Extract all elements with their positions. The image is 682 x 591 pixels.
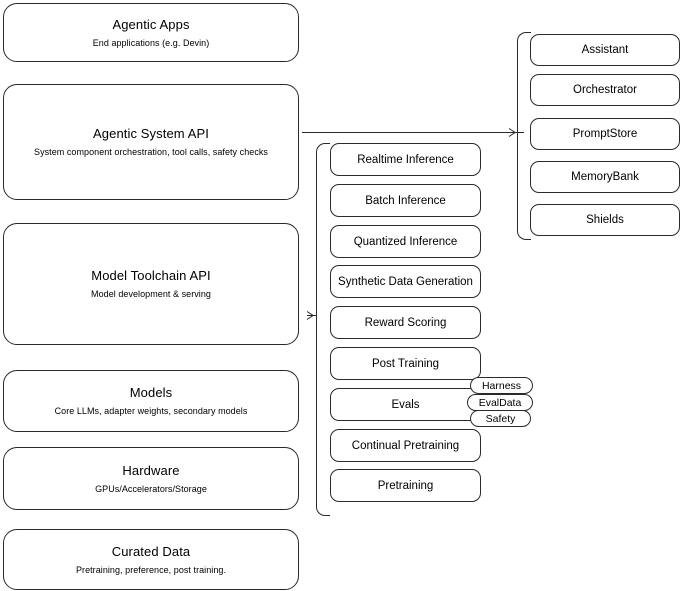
toolchain-item-post-training[interactable]: Post Training xyxy=(330,347,481,380)
eval-tag-label: EvalData xyxy=(478,396,522,409)
toolchain-item-pretraining[interactable]: Pretraining xyxy=(330,469,481,502)
toolchain-item-label: Quantized Inference xyxy=(353,235,458,248)
stack-layer-title: Agentic Apps xyxy=(112,16,190,32)
toolchain-item-label: Evals xyxy=(391,398,420,411)
brace-nub-system-components xyxy=(509,132,518,134)
stack-layer-curated-data[interactable]: Curated Data Pretraining, preference, po… xyxy=(3,529,299,590)
eval-tag-safety[interactable]: Safety xyxy=(470,410,531,427)
eval-tag-evaldata[interactable]: EvalData xyxy=(467,394,533,411)
system-component-label: MemoryBank xyxy=(571,171,639,183)
stack-layer-title: Curated Data xyxy=(111,543,191,559)
stack-layer-title: Model Toolchain API xyxy=(91,268,211,283)
brace-nub-toolchain xyxy=(307,315,316,317)
system-component-label: Shields xyxy=(586,214,624,226)
stack-layer-subtitle: Pretraining, preference, post training. xyxy=(75,564,227,575)
toolchain-item-continual-pretraining[interactable]: Continual Pretraining xyxy=(330,429,481,462)
toolchain-item-label: Realtime Inference xyxy=(357,153,454,166)
stack-layer-subtitle: GPUs/Accelerators/Storage xyxy=(95,483,207,494)
system-component-shields[interactable]: Shields xyxy=(530,204,680,236)
system-component-memorybank[interactable]: MemoryBank xyxy=(530,161,680,193)
toolchain-item-quantized-inference[interactable]: Quantized Inference xyxy=(330,225,481,258)
stack-layer-subtitle: Model development & serving xyxy=(91,289,211,299)
stack-layer-model-toolchain-api[interactable]: Model Toolchain API Model development & … xyxy=(3,223,299,345)
toolchain-item-batch-inference[interactable]: Batch Inference xyxy=(330,184,481,217)
toolchain-item-evals[interactable]: Evals xyxy=(330,388,481,421)
system-component-orchestrator[interactable]: Orchestrator xyxy=(530,74,680,106)
eval-tag-label: Harness xyxy=(481,379,522,392)
stack-layer-models[interactable]: Models Core LLMs, adapter weights, secon… xyxy=(3,370,299,432)
toolchain-item-synthetic-data-generation[interactable]: Synthetic Data Generation xyxy=(330,265,481,298)
toolchain-item-label: Continual Pretraining xyxy=(351,439,460,452)
toolchain-item-label: Pretraining xyxy=(377,479,434,492)
brace-toolchain-items xyxy=(316,143,330,516)
system-component-label: PromptStore xyxy=(572,128,638,140)
stack-layer-subtitle: End applications (e.g. Devin) xyxy=(92,37,210,48)
stack-layer-subtitle: Core LLMs, adapter weights, secondary mo… xyxy=(54,406,248,416)
toolchain-item-label: Batch Inference xyxy=(365,194,446,207)
eval-tag-harness[interactable]: Harness xyxy=(470,377,533,394)
eval-tag-label: Safety xyxy=(485,412,516,425)
stack-layer-title: Hardware xyxy=(122,462,180,478)
system-component-assistant[interactable]: Assistant xyxy=(530,34,680,66)
stack-layer-subtitle: System component orchestration, tool cal… xyxy=(34,147,268,157)
stack-layer-title: Agentic System API xyxy=(93,126,209,141)
brace-system-components xyxy=(517,32,531,240)
toolchain-item-label: Synthetic Data Generation xyxy=(338,275,473,288)
connector-system-api-to-components xyxy=(302,132,524,134)
system-component-label: Orchestrator xyxy=(573,84,637,96)
stack-layer-agentic-apps[interactable]: Agentic Apps End applications (e.g. Devi… xyxy=(3,3,299,62)
stack-layer-title: Models xyxy=(129,385,173,400)
toolchain-item-label: Post Training xyxy=(371,357,440,370)
stack-layer-agentic-system-api[interactable]: Agentic System API System component orch… xyxy=(3,84,299,200)
toolchain-item-reward-scoring[interactable]: Reward Scoring xyxy=(330,306,481,339)
toolchain-item-label: Reward Scoring xyxy=(364,316,447,329)
system-component-promptstore[interactable]: PromptStore xyxy=(530,118,680,150)
stack-layer-hardware[interactable]: Hardware GPUs/Accelerators/Storage xyxy=(3,447,299,510)
system-component-label: Assistant xyxy=(581,44,629,56)
toolchain-item-realtime-inference[interactable]: Realtime Inference xyxy=(330,143,481,176)
